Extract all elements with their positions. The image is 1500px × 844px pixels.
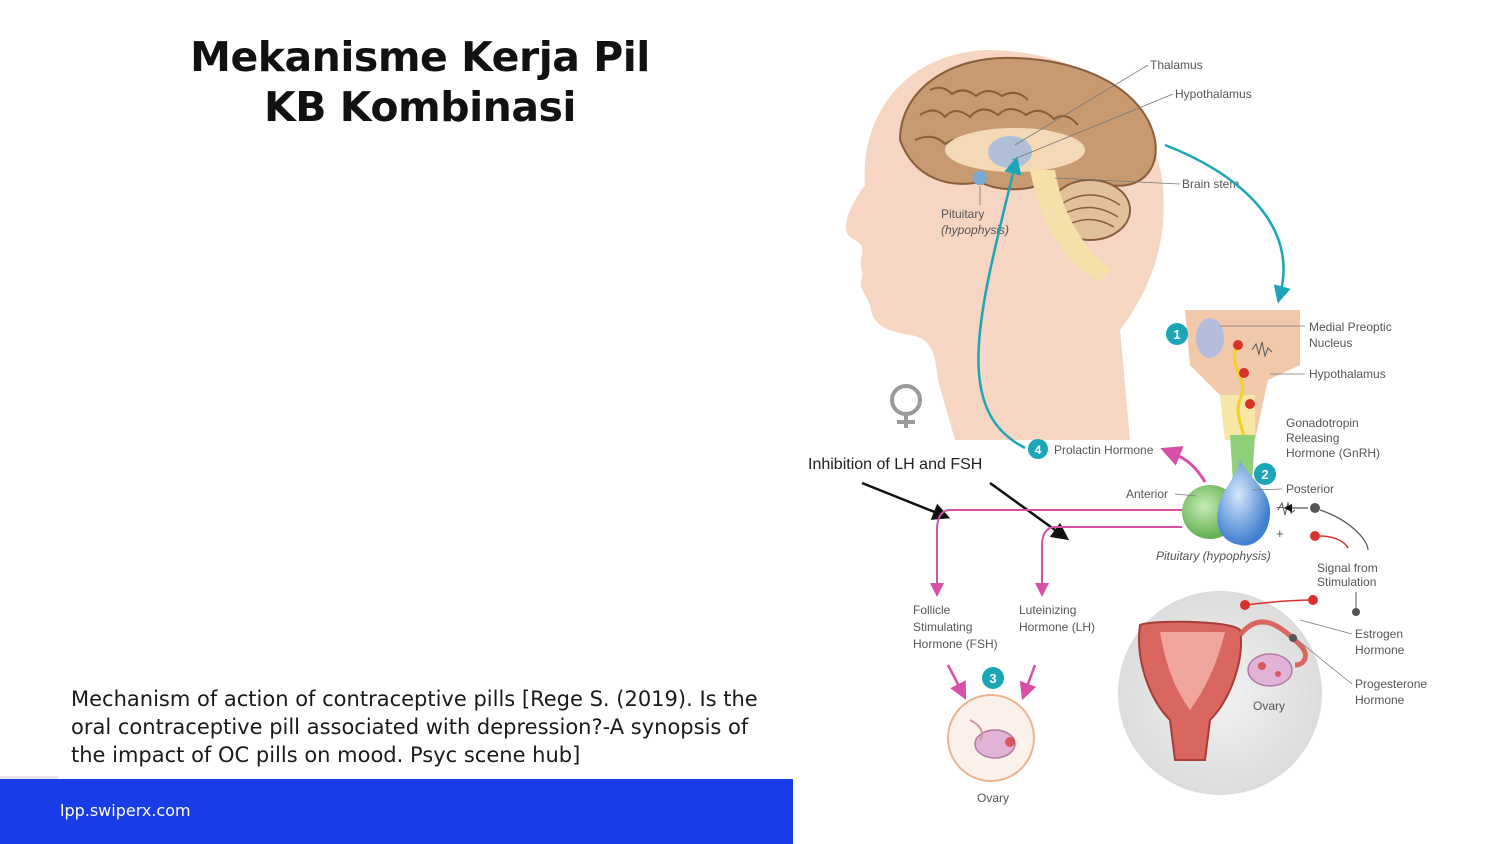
label-fsh-2: Stimulating	[913, 620, 972, 634]
label-pituitary-2: (hypophysis)	[941, 223, 1009, 237]
label-pituitary-bottom: Pituitary (hypophysis)	[1156, 549, 1271, 563]
svg-text:+: +	[1276, 526, 1284, 541]
label-lh-2: Hormone (LH)	[1019, 620, 1095, 634]
title-line-1: Mekanisme Kerja Pil	[190, 33, 650, 81]
label-pituitary-1: Pituitary	[941, 207, 984, 221]
step-4-label: 4	[1035, 443, 1042, 457]
step-1-label: 1	[1173, 327, 1180, 342]
label-inhibition: Inhibition of LH and FSH	[808, 456, 982, 473]
label-signal-2: Stimulation	[1317, 575, 1376, 589]
label-signal-1: Signal from	[1317, 561, 1378, 575]
label-fsh-1: Follicle	[913, 603, 951, 617]
pink-arrow-lh	[1035, 526, 1182, 597]
footer-bar: lpp.swiperx.com	[0, 779, 793, 844]
label-hypothalamus-mid: Hypothalamus	[1309, 367, 1386, 381]
teal-arrow-brain-to-hypothalamus	[1164, 143, 1291, 304]
brain-stem	[1030, 170, 1112, 282]
label-brain-stem: Brain stem	[1182, 177, 1239, 191]
label-hypothalamus-top: Hypothalamus	[1175, 87, 1252, 101]
pituitary-dot	[972, 170, 988, 186]
label-gnrh-3: Hormone (GnRH)	[1286, 446, 1380, 460]
inhibition-arrow-fsh	[861, 481, 951, 520]
step-badge-2	[1254, 463, 1276, 485]
slide-title: Mekanisme Kerja Pil KB Kombinasi	[170, 32, 670, 132]
step-badge-1	[1166, 323, 1188, 345]
step-badge-4	[1028, 439, 1048, 459]
svg-text:−: −	[1276, 500, 1284, 515]
brain-icon	[898, 56, 1157, 196]
label-estrogen-1: Estrogen	[1355, 627, 1403, 641]
footer-url[interactable]: lpp.swiperx.com	[60, 801, 191, 820]
pink-arrow-prolactin	[1160, 446, 1207, 483]
label-anterior: Anterior	[1126, 487, 1168, 501]
step-badge-3	[982, 667, 1004, 689]
label-gnrh-1: Gonadotropin	[1286, 416, 1359, 430]
contraceptive-mechanism-diagram: Thalamus Hypothalamus Brain stem Pituita…	[808, 50, 1427, 805]
label-prolactin: Prolactin Hormone	[1054, 443, 1154, 457]
label-ovary-right: Ovary	[1253, 699, 1285, 713]
label-gnrh-2: Releasing	[1286, 431, 1339, 445]
pink-arrow-fsh	[930, 509, 1182, 597]
posterior-pituitary	[1217, 460, 1271, 546]
label-medial-preoptic-2: Nucleus	[1309, 336, 1352, 350]
label-estrogen-2: Hormone	[1355, 643, 1405, 657]
label-lh-1: Luteinizing	[1019, 603, 1076, 617]
title-line-2: KB Kombinasi	[264, 83, 576, 131]
teal-arrow-prolactin-to-brain	[977, 156, 1026, 450]
label-fsh-3: Hormone (FSH)	[913, 637, 998, 651]
female-symbol-icon	[890, 384, 922, 428]
label-progesterone-2: Hormone	[1355, 693, 1405, 707]
label-ovary-bottom: Ovary	[977, 791, 1009, 805]
label-posterior: Posterior	[1286, 482, 1334, 496]
figure-caption: Mechanism of action of contraceptive pil…	[71, 687, 758, 767]
label-thalamus: Thalamus	[1150, 58, 1203, 72]
footer-divider	[0, 776, 58, 779]
label-medial-preoptic-1: Medial Preoptic	[1309, 320, 1392, 334]
label-progesterone-1: Progesterone	[1355, 677, 1427, 691]
step-3-label: 3	[989, 671, 996, 686]
step-2-label: 2	[1261, 467, 1268, 482]
